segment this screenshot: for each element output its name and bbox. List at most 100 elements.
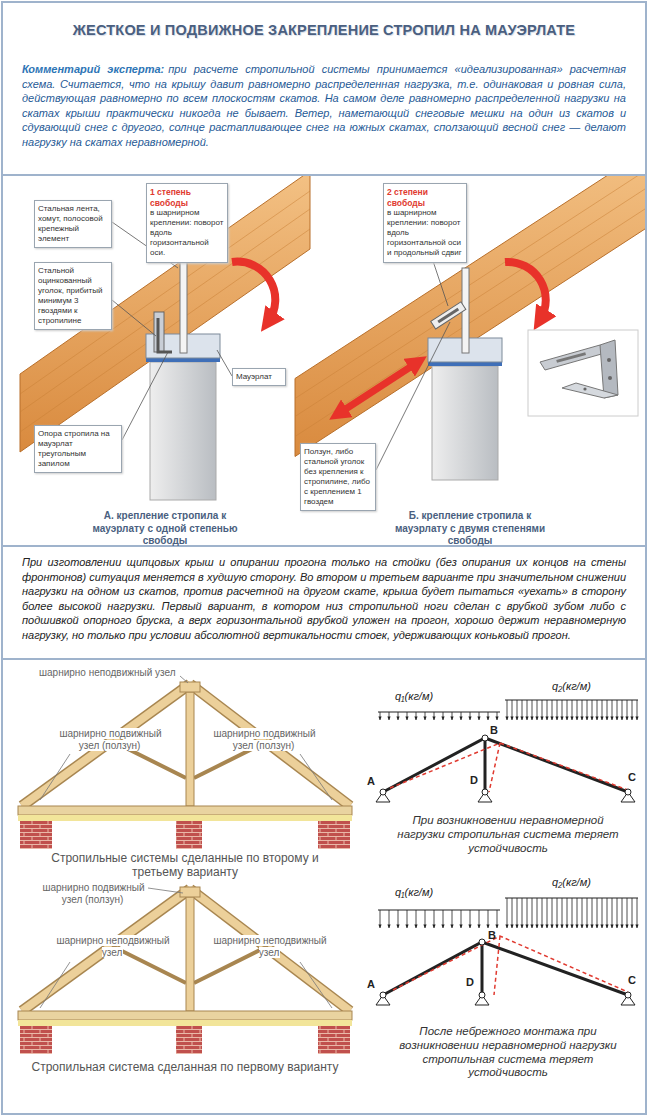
drawing-circle	[479, 992, 485, 998]
load-arrow	[617, 898, 618, 928]
load-arrow	[587, 700, 588, 720]
load-arrow	[425, 712, 426, 720]
label-text: А. крепление стропила к мауэрлату с одно…	[92, 510, 237, 546]
drawing-line	[22, 684, 190, 806]
load-arrow	[389, 712, 390, 720]
label-text: шарнирно подвижный узел (ползун)	[58, 728, 161, 751]
frame-scheme	[376, 735, 635, 802]
callout-box: 2 степени свободыв шарнирном креплении: …	[383, 183, 467, 263]
load-label: q₂(кг/м)	[552, 680, 632, 692]
box-heading: Комментарий эксперта:	[22, 63, 164, 75]
load-arrow	[542, 700, 543, 720]
load-arrow	[434, 910, 435, 928]
load-arrow	[532, 898, 533, 928]
load-arrows	[378, 700, 638, 928]
frame-scheme	[376, 936, 635, 1005]
leader-line	[376, 252, 450, 470]
load-arrow	[527, 898, 528, 928]
load-arrow	[407, 712, 408, 720]
load-arrow	[522, 700, 523, 720]
panel-divider	[2, 658, 646, 660]
load-arrow	[425, 910, 426, 928]
load-arrow	[497, 910, 498, 928]
load-arrow	[622, 898, 623, 928]
steel-angle	[158, 318, 172, 352]
load-arrow	[552, 700, 553, 720]
drawing-rect	[176, 821, 202, 849]
roof-section	[18, 682, 352, 849]
load-arrow	[582, 898, 583, 928]
load-arrow	[562, 898, 563, 928]
load-arrow	[497, 712, 498, 720]
drawing-polygon	[562, 383, 618, 398]
label-text: q₂(кг/м)	[552, 680, 591, 692]
point-label: B	[490, 724, 504, 736]
load-arrow	[389, 910, 390, 928]
load-arrow	[597, 700, 598, 720]
label-text: D	[466, 976, 474, 988]
box-text: Опора стропила на мауэрлат треугольным з…	[38, 429, 118, 469]
box-text: При изготовлении щипцовых крыш и опирани…	[22, 555, 626, 642]
figure-caption: Стропильная система сделанная по первому…	[30, 1060, 340, 1074]
load-arrow	[488, 910, 489, 928]
load-arrow	[452, 910, 453, 928]
load-arrow	[592, 898, 593, 928]
joint-label: шарнирно подвижный узел (ползун)	[56, 728, 164, 752]
load-arrow	[512, 700, 513, 720]
drawing-circle	[583, 387, 586, 390]
load-label: q₂(кг/м)	[552, 876, 632, 888]
callout-box: 1 степень свободыв шарнирном креплении: …	[146, 183, 228, 263]
load-label: q₁(кг/м)	[395, 690, 475, 702]
load-arrow	[517, 898, 518, 928]
load-arrow	[572, 898, 573, 928]
load-arrow	[542, 898, 543, 928]
wall	[432, 366, 498, 480]
load-arrow	[443, 910, 444, 928]
load-arrow	[552, 898, 553, 928]
load-arrow	[632, 898, 633, 928]
drawing-rect	[437, 308, 459, 324]
joint-label: шарнирно неподвижный узел	[55, 935, 170, 959]
callout-box: Стальная лента, хомут, полосовой крепежн…	[34, 200, 112, 248]
load-arrow	[434, 712, 435, 720]
load-arrow	[617, 700, 618, 720]
label-text: C	[628, 771, 636, 783]
drawing-line	[22, 684, 190, 806]
load-arrow	[627, 898, 628, 928]
drawing-circle	[625, 992, 631, 998]
load-arrow	[577, 700, 578, 720]
load-arrow	[557, 700, 558, 720]
drawing-circle	[380, 789, 386, 795]
point-label: A	[367, 775, 381, 787]
drawing-circle	[482, 735, 488, 741]
load-arrow	[398, 712, 399, 720]
load-arrow	[592, 700, 593, 720]
drawing-rect	[556, 352, 586, 363]
label-text: q₁(кг/м)	[395, 886, 433, 898]
load-arrow	[622, 700, 623, 720]
label-text: C	[628, 974, 636, 986]
load-arrow	[547, 898, 548, 928]
rotation-arrow	[232, 262, 275, 322]
load-arrow	[632, 700, 633, 720]
load-arrow	[416, 712, 417, 720]
waterproofing	[146, 358, 220, 362]
box-text: Мауэрлат	[236, 372, 282, 382]
box-text: Стальной оцинкованный уголок, прибитый м…	[38, 266, 108, 326]
drawing-rect	[318, 821, 350, 849]
drawing-path	[383, 942, 628, 995]
load-arrow	[479, 712, 480, 720]
load-arrow	[522, 898, 523, 928]
load-arrow	[627, 700, 628, 720]
load-arrow	[461, 712, 462, 720]
load-arrow	[587, 898, 588, 928]
rotation-arrow	[505, 262, 546, 320]
label-text: B	[488, 929, 496, 941]
label-text: A	[367, 978, 375, 990]
load-arrow	[567, 898, 568, 928]
label-text: шарнирно неподвижный узел	[55, 935, 169, 958]
joint-label: шарнирно подвижный узел (ползун)	[210, 728, 318, 752]
load-arrow	[380, 910, 381, 928]
load-arrow	[597, 898, 598, 928]
